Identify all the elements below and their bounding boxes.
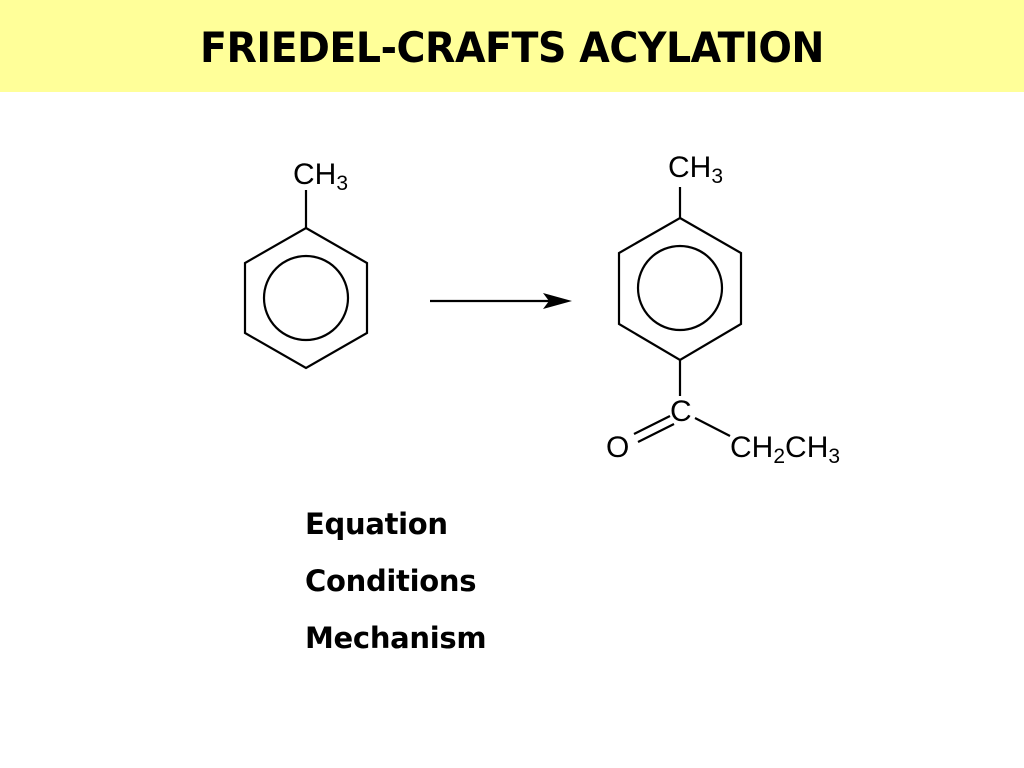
carbonyl-double-bond <box>633 415 675 443</box>
reaction-scheme: CH3 CH3 C O CH2CH3 <box>243 151 840 468</box>
product-methyl-label: CH3 <box>668 151 723 188</box>
ethyl-label: CH2CH3 <box>730 431 840 468</box>
carbonyl-ethyl-bond <box>694 417 731 437</box>
topic-list: Equation Conditions Mechanism <box>305 506 487 677</box>
reactant-methyl-label: CH3 <box>293 158 348 195</box>
slide-title: FRIEDEL-CRAFTS ACYLATION <box>199 23 825 72</box>
topic-conditions[interactable]: Conditions <box>305 564 477 598</box>
oxygen-label: O <box>606 431 629 464</box>
product-benzene-ring <box>617 216 743 362</box>
reactant-benzene-ring <box>243 226 369 370</box>
title-bar <box>0 0 1024 92</box>
topic-equation[interactable]: Equation <box>305 507 448 541</box>
reaction-arrow <box>430 293 572 309</box>
carbonyl-carbon-label: C <box>670 395 692 428</box>
topic-mechanism[interactable]: Mechanism <box>305 621 487 655</box>
